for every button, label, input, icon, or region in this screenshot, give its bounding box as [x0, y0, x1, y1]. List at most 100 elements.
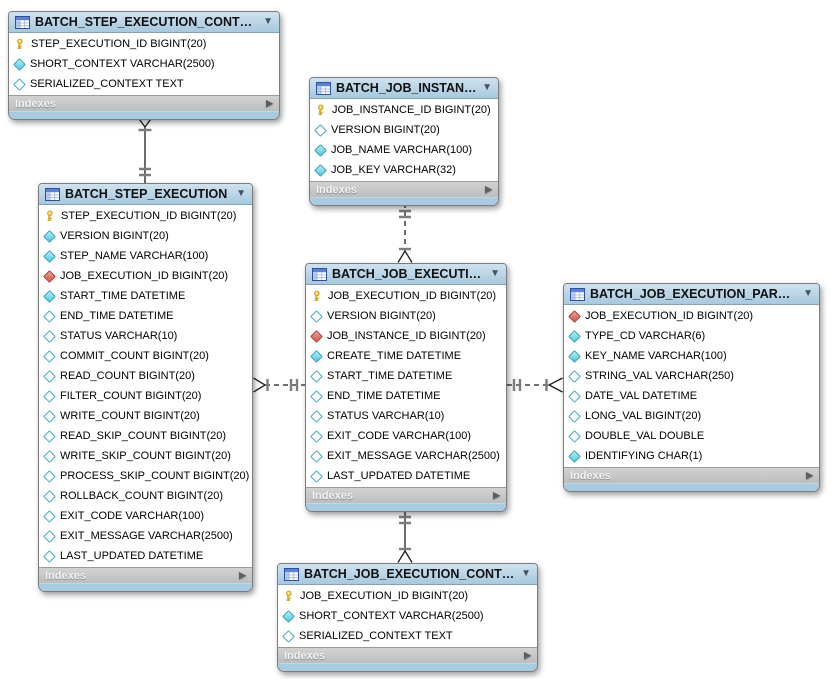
- indexes-bar[interactable]: Indexes▶: [310, 181, 498, 197]
- table-header[interactable]: BATCH_JOB_EXECUTION_CONTEXT▼: [278, 564, 537, 585]
- field-row[interactable]: STEP_NAME VARCHAR(100): [39, 246, 252, 266]
- field-row[interactable]: EXIT_MESSAGE VARCHAR(2500): [39, 526, 252, 546]
- collapse-caret-icon[interactable]: ▼: [521, 568, 531, 579]
- field-row[interactable]: WRITE_COUNT BIGINT(20): [39, 406, 252, 426]
- field-row[interactable]: FILTER_COUNT BIGINT(20): [39, 386, 252, 406]
- relationship-job-execution-job-execution-params[interactable]: [507, 377, 563, 393]
- field-row[interactable]: SHORT_CONTEXT VARCHAR(2500): [278, 606, 537, 626]
- indexes-bar[interactable]: Indexes▶: [278, 647, 537, 663]
- field-row[interactable]: VERSION BIGINT(20): [310, 120, 498, 140]
- collapse-caret-icon[interactable]: ▼: [482, 82, 492, 93]
- table-title: BATCH_STEP_EXECUTION_CONTEXT: [35, 15, 259, 29]
- field-row[interactable]: START_TIME DATETIME: [39, 286, 252, 306]
- table-batch-step-execution[interactable]: BATCH_STEP_EXECUTION ▼ STEP_EXECUTION_ID B…: [38, 183, 253, 592]
- field-row[interactable]: READ_SKIP_COUNT BIGINT(20): [39, 426, 252, 446]
- indexes-bar[interactable]: Indexes▶: [306, 487, 506, 503]
- field-row[interactable]: KEY_NAME VARCHAR(100): [564, 346, 819, 366]
- table-batch-step-execution-context[interactable]: BATCH_STEP_EXECUTION_CONTEXT ▼ STEP_EXECUT…: [8, 11, 280, 120]
- table-header[interactable]: BATCH_JOB_INSTANCE▼: [310, 78, 498, 99]
- field-row[interactable]: STRING_VAL VARCHAR(250): [564, 366, 819, 386]
- field-row[interactable]: DOUBLE_VAL DOUBLE: [564, 426, 819, 446]
- field-row[interactable]: EXIT_CODE VARCHAR(100): [39, 506, 252, 526]
- field-row[interactable]: DATE_VAL DATETIME: [564, 386, 819, 406]
- expand-arrow-icon[interactable]: ▶: [806, 470, 813, 480]
- table-bottom-strip: [9, 111, 279, 119]
- field-label: START_TIME DATETIME: [327, 370, 453, 382]
- field-row[interactable]: VERSION BIGINT(20): [39, 226, 252, 246]
- table-header[interactable]: BATCH_JOB_EXECUTION_PARAMS▼: [564, 284, 819, 305]
- indexes-bar[interactable]: Indexes▶: [9, 95, 279, 111]
- collapse-caret-icon[interactable]: ▼: [803, 288, 813, 299]
- field-row[interactable]: IDENTIFYING CHAR(1): [564, 446, 819, 466]
- collapse-caret-icon[interactable]: ▼: [236, 188, 246, 199]
- field-row[interactable]: START_TIME DATETIME: [306, 366, 506, 386]
- field-row[interactable]: JOB_KEY VARCHAR(32): [310, 160, 498, 180]
- field-row[interactable]: SERIALIZED_CONTEXT TEXT: [9, 74, 279, 94]
- table-batch-job-execution-params[interactable]: BATCH_JOB_EXECUTION_PARAMS▼JOB_EXECUTION…: [563, 283, 820, 492]
- table-batch-job-execution-context[interactable]: BATCH_JOB_EXECUTION_CONTEXT▼JOB_EXECUTIO…: [277, 563, 538, 672]
- field-label: JOB_EXECUTION_ID BIGINT(20): [328, 290, 497, 302]
- table-icon: [15, 15, 30, 29]
- field-row[interactable]: SHORT_CONTEXT VARCHAR(2500): [9, 54, 279, 74]
- field-row[interactable]: JOB_INSTANCE_ID BIGINT(20): [306, 326, 506, 346]
- expand-arrow-icon[interactable]: ▶: [239, 570, 246, 580]
- field-row[interactable]: VERSION BIGINT(20): [306, 306, 506, 326]
- expand-arrow-icon[interactable]: ▶: [266, 98, 273, 108]
- field-row[interactable]: JOB_EXECUTION_ID BIGINT(20): [39, 266, 252, 286]
- field-row[interactable]: PROCESS_SKIP_COUNT BIGINT(20): [39, 466, 252, 486]
- relationship-step-execution-context-step-execution[interactable]: [137, 117, 153, 184]
- field-row[interactable]: END_TIME DATETIME: [39, 306, 252, 326]
- field-row[interactable]: END_TIME DATETIME: [306, 386, 506, 406]
- table-header[interactable]: BATCH_JOB_EXECUTION▼: [306, 264, 506, 285]
- field-label: VERSION BIGINT(20): [60, 230, 169, 242]
- collapse-caret-icon[interactable]: ▼: [263, 16, 273, 27]
- primary-key-icon: [45, 210, 55, 222]
- field-row[interactable]: LAST_UPDATED DATETIME: [39, 546, 252, 566]
- field-row[interactable]: LONG_VAL BIGINT(20): [564, 406, 819, 426]
- table-batch-job-instance[interactable]: BATCH_JOB_INSTANCE▼JOB_INSTANCE_ID BIGIN…: [309, 77, 499, 206]
- field-label: END_TIME DATETIME: [327, 390, 441, 402]
- not-null-column-icon: [43, 249, 56, 263]
- field-row[interactable]: LAST_UPDATED DATETIME: [306, 466, 506, 486]
- relationship-job-instance-job-execution[interactable]: [397, 203, 413, 263]
- table-title: BATCH_STEP_EXECUTION: [65, 187, 228, 201]
- indexes-bar[interactable]: Indexes▶: [564, 467, 819, 483]
- field-row[interactable]: JOB_INSTANCE_ID BIGINT(20): [310, 100, 498, 120]
- field-row[interactable]: COMMIT_COUNT BIGINT(20): [39, 346, 252, 366]
- field-label: STEP_EXECUTION_ID BIGINT(20): [31, 38, 207, 50]
- not-null-column-icon: [568, 329, 581, 343]
- field-row[interactable]: JOB_EXECUTION_ID BIGINT(20): [306, 286, 506, 306]
- relationship-job-execution-job-execution-context[interactable]: [397, 506, 413, 563]
- table-batch-job-execution[interactable]: BATCH_JOB_EXECUTION▼ JOB_EXECUTION_ID BIG…: [305, 263, 507, 512]
- field-row[interactable]: ROLLBACK_COUNT BIGINT(20): [39, 486, 252, 506]
- field-row[interactable]: EXIT_MESSAGE VARCHAR(2500): [306, 446, 506, 466]
- field-row[interactable]: STEP_EXECUTION_ID BIGINT(20): [9, 34, 279, 54]
- table-header[interactable]: BATCH_STEP_EXECUTION_CONTEXT ▼: [9, 12, 279, 33]
- table-header[interactable]: BATCH_STEP_EXECUTION ▼: [39, 184, 252, 205]
- field-row[interactable]: STEP_EXECUTION_ID BIGINT(20): [39, 206, 252, 226]
- field-label: EXIT_CODE VARCHAR(100): [327, 430, 472, 442]
- field-row[interactable]: TYPE_CD VARCHAR(6): [564, 326, 819, 346]
- field-row[interactable]: JOB_EXECUTION_ID BIGINT(20): [278, 586, 537, 606]
- field-row[interactable]: CREATE_TIME DATETIME: [306, 346, 506, 366]
- indexes-bar[interactable]: Indexes▶: [39, 567, 252, 583]
- expand-arrow-icon[interactable]: ▶: [485, 184, 492, 194]
- field-row[interactable]: JOB_NAME VARCHAR(100): [310, 140, 498, 160]
- table-bottom-strip: [39, 583, 252, 591]
- field-row[interactable]: READ_COUNT BIGINT(20): [39, 366, 252, 386]
- relationship-job-execution-step-execution[interactable]: [253, 377, 306, 393]
- table-bottom-strip: [564, 483, 819, 491]
- expand-arrow-icon[interactable]: ▶: [524, 650, 531, 660]
- field-row[interactable]: WRITE_SKIP_COUNT BIGINT(20): [39, 446, 252, 466]
- field-row[interactable]: STATUS VARCHAR(10): [306, 406, 506, 426]
- field-label: WRITE_SKIP_COUNT BIGINT(20): [60, 450, 231, 462]
- field-row[interactable]: STATUS VARCHAR(10): [39, 326, 252, 346]
- field-label: STATUS VARCHAR(10): [60, 330, 178, 342]
- collapse-caret-icon[interactable]: ▼: [490, 268, 500, 279]
- expand-arrow-icon[interactable]: ▶: [493, 490, 500, 500]
- field-row[interactable]: SERIALIZED_CONTEXT TEXT: [278, 626, 537, 646]
- field-row[interactable]: JOB_EXECUTION_ID BIGINT(20): [564, 306, 819, 326]
- not-null-column-icon: [314, 163, 327, 177]
- field-row[interactable]: EXIT_CODE VARCHAR(100): [306, 426, 506, 446]
